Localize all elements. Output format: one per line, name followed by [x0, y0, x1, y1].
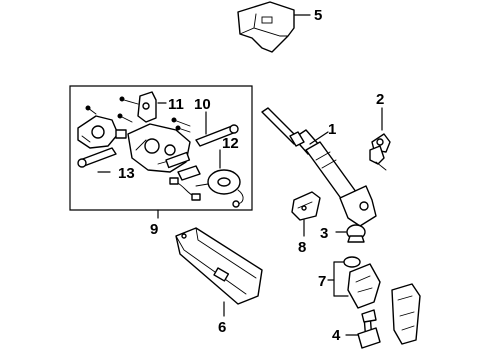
callout-7: 7	[318, 273, 326, 290]
callout-6: 6	[218, 319, 226, 336]
column-bushing-part	[346, 224, 366, 243]
callout-12: 12	[222, 135, 239, 152]
intermediate-shaft-part	[357, 309, 381, 349]
callout-2: 2	[376, 91, 384, 108]
screw-parts	[85, 105, 191, 133]
callout-11: 11	[168, 96, 184, 113]
combination-switch-body-part	[127, 123, 201, 181]
callout-4: 4	[332, 327, 341, 344]
callout-3: 3	[320, 225, 328, 242]
lower-column-cover-part	[175, 227, 263, 305]
callout-10: 10	[194, 96, 211, 113]
column-hole-cover-part	[343, 256, 381, 309]
callout-8: 8	[298, 239, 306, 256]
dash-boot-part	[391, 283, 421, 345]
upper-column-cover-part	[237, 1, 295, 53]
switch-bracket-part	[119, 91, 157, 123]
turn-signal-switch-part	[77, 115, 127, 149]
headlamp-switch-lever-part	[77, 147, 117, 168]
column-mount-bracket-part	[291, 191, 321, 221]
callout-5: 5	[314, 7, 322, 24]
wiper-switch-lever-part	[195, 124, 239, 147]
steering-column-part	[261, 107, 377, 227]
spiral-cable-part	[195, 169, 244, 208]
switch-assembly-box	[69, 85, 253, 211]
wire-harness-part	[169, 177, 201, 201]
callout-1: 1	[328, 121, 336, 138]
callout-13: 13	[118, 165, 135, 182]
tilt-lever-bracket-part	[369, 133, 391, 171]
callout-9: 9	[150, 221, 158, 238]
